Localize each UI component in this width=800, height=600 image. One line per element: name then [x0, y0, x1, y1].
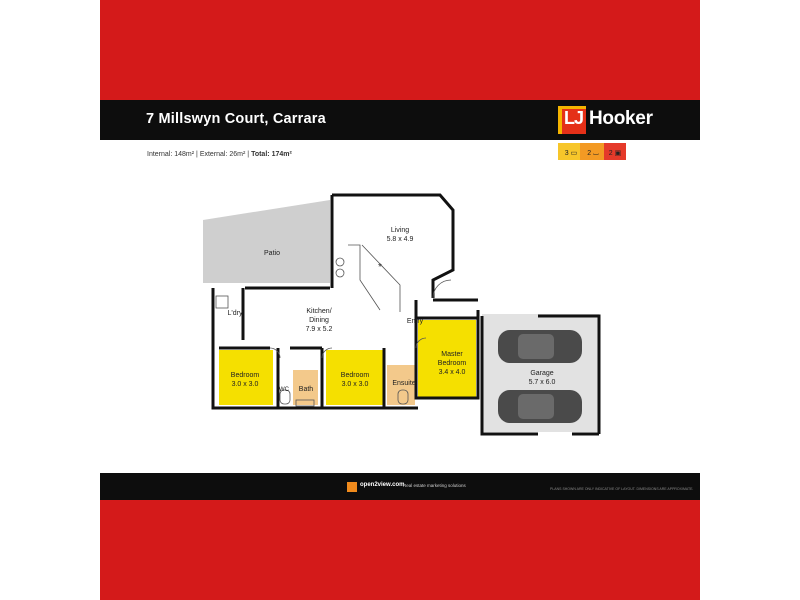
living-label: Living	[391, 227, 409, 234]
patio-label: Patio	[264, 250, 280, 257]
bedroom-1-fill	[219, 350, 273, 405]
bath-vanity	[295, 399, 315, 407]
total-area: 174m²	[271, 151, 292, 158]
west-wall	[211, 288, 278, 410]
bedroom-2-size: 3.0 x 3.0	[342, 381, 369, 388]
footer-red-band	[100, 500, 700, 600]
kitchen-label-2: Dining	[309, 317, 329, 324]
ensuite-toilet	[397, 389, 409, 405]
bedroom-2-fill	[326, 350, 384, 405]
left-margin	[0, 0, 100, 600]
master-size: 3.4 x 4.0	[439, 369, 466, 376]
master-door-swing	[415, 337, 427, 349]
sink-bowl-1	[335, 257, 345, 267]
bedroom2-door-swing	[321, 347, 333, 359]
walls	[211, 193, 601, 436]
bath-fill	[293, 370, 318, 405]
open2view-mark	[347, 482, 357, 492]
master-label-2: Bedroom	[438, 360, 467, 367]
bedrooms-chip: 3 ▭	[558, 143, 584, 160]
master-bedroom-fill	[418, 320, 476, 397]
bath-label: Bath	[299, 386, 314, 393]
ensuite-fill	[387, 365, 415, 405]
patio-area	[203, 200, 330, 283]
details	[215, 244, 452, 407]
bedroom-1-label: Bedroom	[231, 372, 260, 379]
laundry-label: L'dry	[228, 310, 243, 317]
bedroom-2-label: Bedroom	[341, 372, 370, 379]
feature-chips: 3 ▭ 2 ⌴ 2 ▣	[558, 143, 626, 160]
lj-hooker-logo: LJ Hooker	[558, 106, 653, 134]
area-summary: Internal: 148m² | External: 26m² | Total…	[147, 151, 292, 158]
bath-icon: ⌴	[593, 150, 599, 157]
bedrooms-count: 3	[564, 150, 569, 157]
bedroom-1-size: 3.0 x 3.0	[232, 381, 259, 388]
total-area-label: Total:	[251, 151, 270, 158]
wc-toilet	[279, 389, 291, 405]
wc-label: WC	[279, 387, 290, 393]
logo-mark-front	[562, 109, 586, 134]
garage-west-wall	[480, 316, 538, 436]
bathrooms-chip: 2 ⌴	[580, 143, 606, 160]
bed-icon: ▭	[570, 150, 578, 157]
car-2	[498, 390, 582, 423]
ensuite-label: Ensuite	[392, 380, 415, 387]
open2view-logo: open2view.com	[347, 482, 404, 492]
entry-label: Entry	[407, 318, 424, 325]
header-red-band	[100, 0, 700, 100]
garage-size: 5.7 x 6.0	[529, 379, 556, 386]
bathrooms-count: 2	[587, 150, 592, 157]
car-icon: ▣	[614, 150, 622, 157]
footer-bar: open2view.com Real estate marketing solu…	[100, 473, 700, 500]
footer-tagline: Real estate marketing solutions	[403, 483, 466, 488]
garage-east-wall	[538, 314, 601, 434]
kitchen-bench-outline	[348, 244, 381, 311]
title-bar: 7 Millswyn Court, Carrara LJ Hooker	[100, 100, 700, 140]
master-wall	[414, 300, 480, 400]
kitchen-size: 7.9 x 5.2	[306, 326, 333, 333]
logo-lj-text: LJ	[564, 108, 584, 128]
kitchen-label: Kitchen/	[306, 308, 331, 315]
entry-door-swing	[432, 279, 452, 299]
kitchen-asterisk: *	[378, 262, 382, 273]
cars-chip: 2 ▣	[604, 143, 626, 160]
sink-bowl-2	[335, 268, 345, 278]
open2view-wordmark: open2view.com	[360, 482, 405, 488]
footer-disclaimer: PLANS SHOWN ARE ONLY INDICATIVE OF LAYOU…	[550, 487, 694, 491]
right-margin	[700, 0, 800, 600]
logo-wordmark: Hooker	[589, 108, 653, 129]
living-size: 5.8 x 4.9	[387, 236, 414, 243]
bedroom1-door-swing	[269, 347, 281, 359]
external-area: External: 26m²	[199, 151, 246, 158]
car-1	[498, 330, 582, 363]
property-address: 7 Millswyn Court, Carrara	[146, 111, 326, 127]
kitchen-island-outline	[361, 244, 401, 312]
internal-area: Internal: 148m²	[147, 151, 195, 158]
cars-count: 2	[608, 150, 613, 157]
master-label: Master	[441, 351, 463, 358]
garage-label: Garage	[530, 370, 553, 377]
laundry-tub	[215, 295, 229, 309]
living-wall	[332, 193, 455, 298]
